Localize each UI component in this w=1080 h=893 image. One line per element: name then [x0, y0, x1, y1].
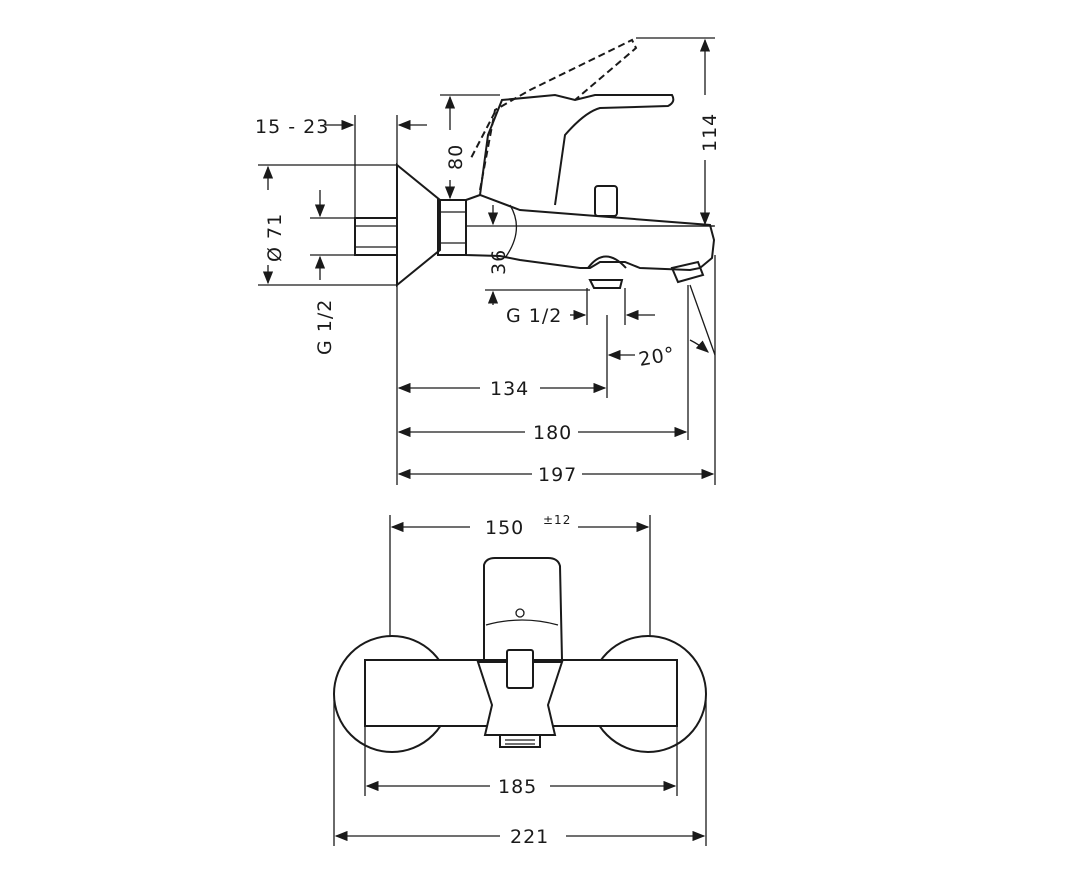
lever-handle — [479, 93, 675, 206]
dim-outlet-thread: G 1/2 — [506, 305, 562, 327]
lever-contour — [485, 619, 559, 626]
lever-front — [483, 557, 564, 661]
dim-spout-height: 36 — [488, 249, 510, 275]
dim-lever-height: 80 — [445, 144, 467, 170]
dim-wall-offset: 15 - 23 — [255, 116, 329, 138]
diverter-knob — [594, 185, 618, 217]
aerator-lines — [505, 739, 535, 745]
dim-total-height: 114 — [699, 113, 721, 152]
lever-indicator — [515, 608, 525, 618]
diverter-knob-front — [506, 649, 534, 689]
dim-221: 221 — [510, 826, 549, 848]
lever-open-outline — [469, 111, 496, 161]
dim-185: 185 — [498, 776, 537, 798]
front-view: 150 ±12 185 221 — [333, 513, 707, 848]
dim-angle: 20° — [637, 343, 677, 371]
dim-centers-tolerance: ±12 — [543, 513, 571, 527]
shower-outlet — [587, 255, 627, 289]
angle-arc — [689, 339, 709, 353]
inlet-connector — [354, 217, 398, 256]
dim-197: 197 — [538, 464, 577, 486]
dim-180: 180 — [533, 422, 572, 444]
body-contour — [504, 204, 517, 259]
dim-134: 134 — [490, 378, 529, 400]
connection-nut — [437, 199, 467, 256]
lever-open-outline — [479, 38, 638, 191]
spout-outlet — [670, 260, 705, 284]
dim-inlet-thread: G 1/2 — [314, 299, 336, 355]
spout-aerator — [499, 734, 541, 748]
mixer-body — [465, 193, 716, 272]
dim-plate-diameter: Ø 71 — [264, 213, 286, 262]
dim-centers: 150 — [485, 517, 524, 539]
spout-front — [476, 661, 564, 736]
angle-line — [689, 284, 716, 356]
side-view: 15 - 23 80 114 Ø 71 G 1/2 36 G — [255, 37, 721, 486]
wall-plate — [396, 162, 441, 288]
